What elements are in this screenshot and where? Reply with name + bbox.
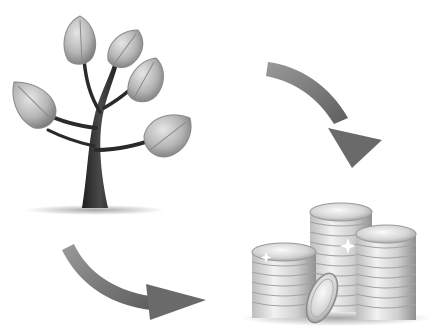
leaf [63,15,96,65]
coin-stack [251,242,317,318]
leaf [143,114,192,158]
coin [305,272,339,324]
sparkle-icon [260,238,356,263]
leaf [12,81,57,129]
tree-icon [12,15,192,215]
coin-stack-icon [240,202,432,326]
curved-arrow-icon [62,244,206,320]
coin-stack [355,224,417,320]
leaf [127,57,164,103]
leaf [107,29,144,68]
curved-arrow-icon [266,62,382,168]
